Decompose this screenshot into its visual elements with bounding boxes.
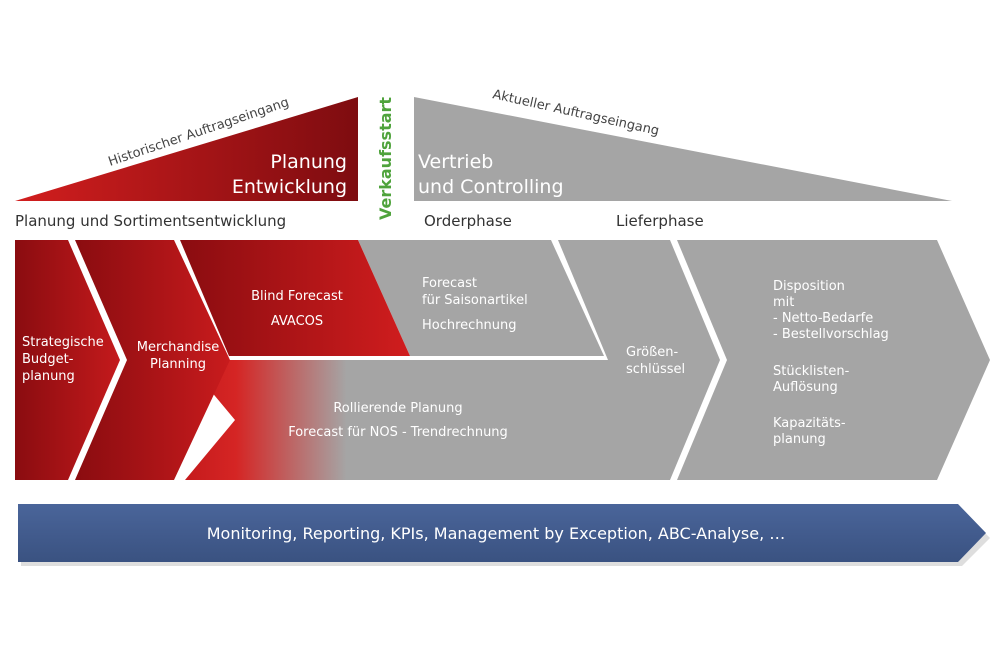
- blind-forecast-line: Blind Forecast: [251, 289, 343, 304]
- sales-triangle: [414, 97, 952, 201]
- size-key-line: Größen-: [626, 345, 679, 360]
- strategic-line: Budget-: [22, 352, 74, 367]
- disposition-line: planung: [773, 432, 826, 447]
- sales-title-line1: Vertrieb: [418, 151, 493, 173]
- disposition-line: Kapazitäts-: [773, 416, 846, 431]
- merchandise-line: Merchandise: [137, 340, 220, 355]
- phase-order-label: Orderphase: [424, 212, 512, 230]
- sales-title-line2: und Controlling: [418, 176, 564, 198]
- chevron-strategic: [15, 240, 120, 480]
- planning-triangle: [15, 97, 358, 201]
- phase-delivery-label: Lieferphase: [616, 212, 704, 230]
- rolling-line: Rollierende Planung: [333, 401, 462, 416]
- disposition-line: Disposition: [773, 279, 845, 294]
- chevron-seasonal: [358, 240, 604, 356]
- strategic-line: Strategische: [22, 335, 104, 350]
- planning-title-line1: Planung: [270, 151, 347, 173]
- blind-forecast-line: AVACOS: [271, 314, 323, 329]
- chevron-rolling: [185, 360, 610, 480]
- seasonal-line: Forecast: [422, 276, 477, 291]
- sales-start-label: Verkaufsstart: [376, 97, 395, 220]
- chevron-disposition: [677, 240, 990, 480]
- size-key-line: schlüssel: [626, 362, 685, 377]
- rolling-line: Forecast für NOS - Trendrechnung: [288, 425, 508, 440]
- chevron-blind-forecast: [180, 240, 410, 356]
- disposition-line: Stücklisten-: [773, 364, 850, 379]
- monitoring-banner: [18, 504, 986, 562]
- chevron-merchandise: [75, 240, 230, 480]
- disposition-line: - Netto-Bedarfe: [773, 311, 873, 326]
- seasonal-line: für Saisonartikel: [422, 293, 528, 308]
- merchandise-line: Planning: [150, 357, 206, 372]
- strategic-line: planung: [22, 369, 75, 384]
- planning-title-line2: Entwicklung: [232, 176, 347, 198]
- monitoring-banner-label: Monitoring, Reporting, KPIs, Management …: [207, 524, 786, 543]
- disposition-line: mit: [773, 295, 794, 310]
- seasonal-line: Hochrechnung: [422, 318, 517, 333]
- disposition-line: Auflösung: [773, 380, 838, 395]
- disposition-line: - Bestellvorschlag: [773, 327, 889, 342]
- phase-planning-label: Planung und Sortimentsentwicklung: [15, 212, 286, 230]
